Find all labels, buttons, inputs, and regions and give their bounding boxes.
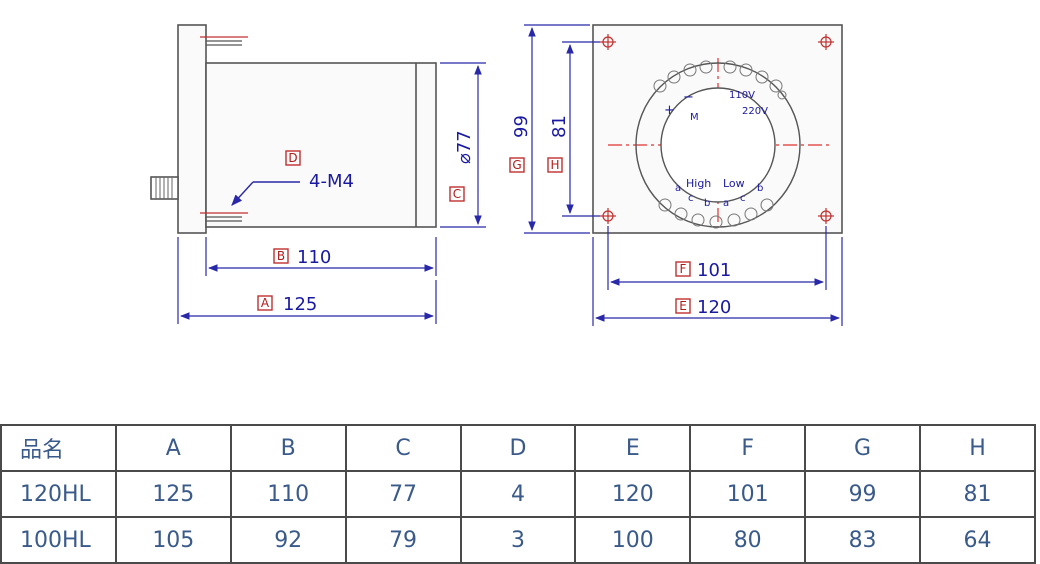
side-view bbox=[150, 24, 437, 234]
text-high: High bbox=[686, 177, 711, 190]
table-cell: 83 bbox=[804, 516, 921, 564]
text-term-a2: a bbox=[723, 198, 729, 209]
text-term-b2: b bbox=[757, 183, 763, 194]
label-F: F bbox=[680, 262, 687, 276]
table-row: 100HL 105 92 79 3 100 80 83 64 bbox=[0, 516, 1036, 564]
side-flange bbox=[177, 24, 207, 234]
table-header-cell: E bbox=[574, 424, 692, 472]
dim-C bbox=[440, 62, 486, 228]
table-cell: 92 bbox=[229, 516, 347, 564]
table-header-cell: A bbox=[114, 424, 232, 472]
table-cell: 120 bbox=[574, 470, 692, 518]
table-cell: 80 bbox=[689, 516, 807, 564]
shaft-splines bbox=[155, 177, 173, 199]
text-minus: − bbox=[683, 90, 694, 105]
table-header-cell: G bbox=[804, 424, 921, 472]
dim-110: 110 bbox=[297, 247, 331, 268]
dim-101: 101 bbox=[697, 260, 731, 281]
side-screws bbox=[200, 36, 248, 222]
label-box-D bbox=[285, 150, 301, 166]
table-cell: 101 bbox=[689, 470, 807, 518]
mounting-holes bbox=[600, 34, 834, 224]
text-220v: 220V bbox=[742, 106, 768, 117]
label-box-E bbox=[675, 298, 691, 314]
table-cell: 100 bbox=[574, 516, 692, 564]
table-cell: 81 bbox=[919, 470, 1036, 518]
table-cell: 77 bbox=[344, 470, 462, 518]
table-cell: 100HL bbox=[0, 516, 117, 564]
text-term-c2: c bbox=[740, 193, 746, 204]
table-header-cell: B bbox=[229, 424, 347, 472]
label-box-G bbox=[509, 157, 525, 173]
dim-G bbox=[524, 24, 590, 234]
text-110v: 110V bbox=[729, 90, 755, 101]
text-term-b1: b bbox=[704, 198, 710, 209]
table-cell: 99 bbox=[804, 470, 921, 518]
text-low: Low bbox=[723, 177, 745, 190]
table-cell: 79 bbox=[344, 516, 462, 564]
label-box-C bbox=[449, 186, 465, 202]
dim-F bbox=[607, 226, 827, 290]
motor-dimension-drawing: D 4-M4 ⌀77 C B 110 A 125 bbox=[150, 24, 843, 326]
table-cell: 105 bbox=[114, 516, 232, 564]
text-term-a1: a bbox=[675, 183, 681, 194]
text-plus: + bbox=[664, 103, 675, 118]
dim-120: 120 bbox=[697, 297, 731, 318]
terminal-scallops bbox=[653, 60, 787, 229]
table-header-cell: F bbox=[689, 424, 807, 472]
text-term-c1: c bbox=[688, 193, 694, 204]
label-box-F bbox=[675, 261, 691, 277]
label-box-H bbox=[547, 157, 563, 173]
table-header-cell: H bbox=[919, 424, 1036, 472]
dim-99: 99 bbox=[511, 115, 532, 138]
table-header-cell: 品名 bbox=[0, 424, 117, 472]
side-body bbox=[205, 62, 437, 228]
dim-B bbox=[205, 237, 437, 276]
leader-4m4-diag bbox=[231, 181, 254, 206]
table-row: 120HL 125 110 77 4 120 101 99 81 bbox=[0, 470, 1036, 518]
spec-table: 品名 A B C D E F G H 120HL 125 110 77 4 12… bbox=[0, 424, 1036, 564]
table-header-cell: D bbox=[459, 424, 577, 472]
table-cell: 3 bbox=[459, 516, 577, 564]
dim-77: ⌀77 bbox=[454, 130, 475, 164]
label-A: A bbox=[261, 296, 270, 310]
label-box-A bbox=[257, 295, 273, 311]
dim-81: 81 bbox=[549, 115, 570, 138]
table-cell: 110 bbox=[229, 470, 347, 518]
front-view: 110V 220V + − M High Low a c b a c b bbox=[592, 24, 843, 234]
dim-A bbox=[177, 237, 437, 324]
dim-E bbox=[592, 237, 843, 326]
terminal-ring-outer bbox=[635, 62, 801, 228]
label-B: B bbox=[277, 249, 285, 263]
table-cell: 64 bbox=[919, 516, 1036, 564]
label-D: D bbox=[288, 151, 297, 165]
label-G: G bbox=[512, 158, 521, 172]
dim-H bbox=[562, 41, 600, 217]
table-cell: 120HL bbox=[0, 470, 117, 518]
dim-125: 125 bbox=[283, 294, 317, 315]
table-cell: 4 bbox=[459, 470, 577, 518]
text-m: M bbox=[690, 112, 699, 123]
table-header-cell: C bbox=[344, 424, 462, 472]
table-cell: 125 bbox=[114, 470, 232, 518]
terminal-ring-inner bbox=[660, 87, 776, 203]
table-header-row: 品名 A B C D E F G H bbox=[0, 424, 1036, 472]
label-E: E bbox=[679, 299, 687, 313]
label-C: C bbox=[453, 187, 461, 201]
label-box-B bbox=[273, 248, 289, 264]
dim-4m4: 4-M4 bbox=[309, 171, 354, 192]
label-H: H bbox=[550, 158, 559, 172]
